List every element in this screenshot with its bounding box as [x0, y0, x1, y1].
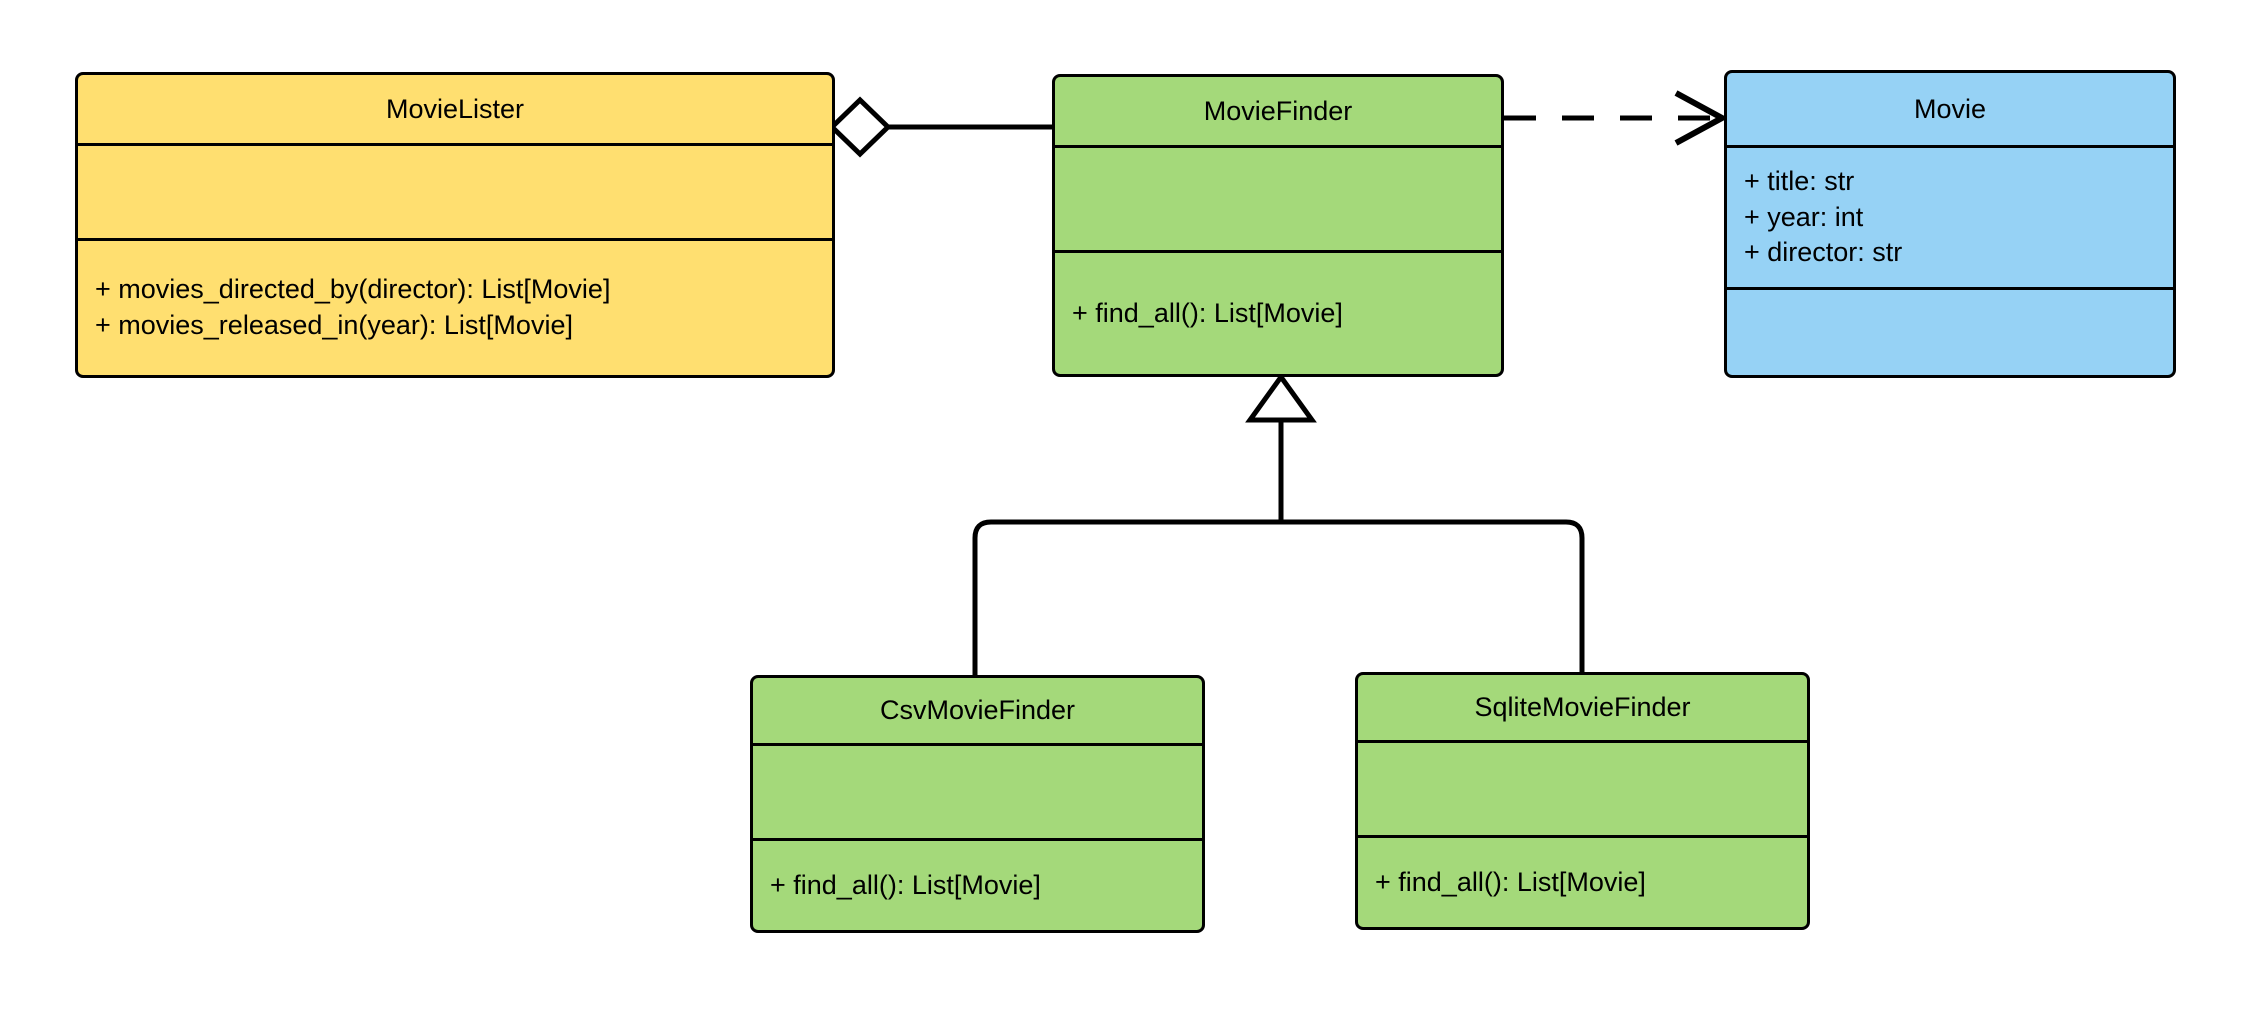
inheritance-branch-csv: [972, 519, 1281, 675]
class-name-movie-finder: MovieFinder: [1203, 95, 1353, 126]
class-box-sqlite-movie-finder[interactable]: SqliteMovieFinder + find_all(): List[Mov…: [1355, 672, 1810, 930]
open-arrow-icon: [1674, 90, 1729, 146]
class-header-csv-movie-finder: CsvMovieFinder: [753, 678, 1202, 743]
class-attributes-sqlite-movie-finder: [1358, 740, 1807, 835]
class-box-movie-finder[interactable]: MovieFinder + find_all(): List[Movie]: [1052, 74, 1504, 377]
method-item: + find_all(): List[Movie]: [1375, 866, 1646, 897]
class-header-sqlite-movie-finder: SqliteMovieFinder: [1358, 675, 1807, 740]
class-box-movie[interactable]: Movie + title: str + year: int + directo…: [1724, 70, 2176, 378]
hollow-triangle-icon: [1245, 372, 1317, 423]
inheritance-tree: [972, 372, 1585, 675]
class-name-sqlite-movie-finder: SqliteMovieFinder: [1474, 692, 1691, 723]
class-methods-sqlite-movie-finder: + find_all(): List[Movie]: [1358, 835, 1807, 927]
hollow-diamond-icon: [828, 96, 892, 158]
class-attributes-csv-movie-finder: [753, 743, 1202, 838]
class-methods-csv-movie-finder: + find_all(): List[Movie]: [753, 838, 1202, 930]
dependency-finder-movie: [1504, 90, 1729, 146]
class-header-movie: Movie: [1727, 73, 2173, 145]
method-item: + movies_directed_by(director): List[Mov…: [95, 274, 611, 305]
inheritance-branch-sqlite: [1281, 519, 1585, 672]
class-attributes-movie-lister: [78, 143, 832, 238]
class-methods-movie-finder: + find_all(): List[Movie]: [1055, 250, 1501, 374]
aggregation-lister-finder: [828, 96, 1052, 158]
class-header-movie-lister: MovieLister: [78, 75, 832, 143]
class-attributes-movie-finder: [1055, 145, 1501, 250]
method-item: + movies_released_in(year): List[Movie]: [95, 310, 573, 340]
attribute-item: + title: str: [1744, 166, 1855, 197]
attribute-item: + year: int: [1744, 201, 1864, 232]
class-name-csv-movie-finder: CsvMovieFinder: [879, 695, 1076, 726]
class-methods-movie: [1727, 287, 2173, 375]
class-methods-movie-lister: + movies_directed_by(director): List[Mov…: [78, 238, 832, 375]
method-item: + find_all(): List[Movie]: [1072, 297, 1343, 328]
class-attributes-movie: + title: str + year: int + director: str: [1727, 145, 2173, 287]
method-item: + find_all(): List[Movie]: [770, 869, 1041, 900]
class-name-movie: Movie: [1913, 93, 1987, 124]
class-header-movie-finder: MovieFinder: [1055, 77, 1501, 145]
attribute-item: + director: str: [1744, 237, 1903, 268]
class-name-movie-lister: MovieLister: [385, 93, 525, 124]
class-box-movie-lister[interactable]: MovieLister + movies_directed_by(directo…: [75, 72, 835, 378]
class-box-csv-movie-finder[interactable]: CsvMovieFinder + find_all(): List[Movie]: [750, 675, 1205, 933]
